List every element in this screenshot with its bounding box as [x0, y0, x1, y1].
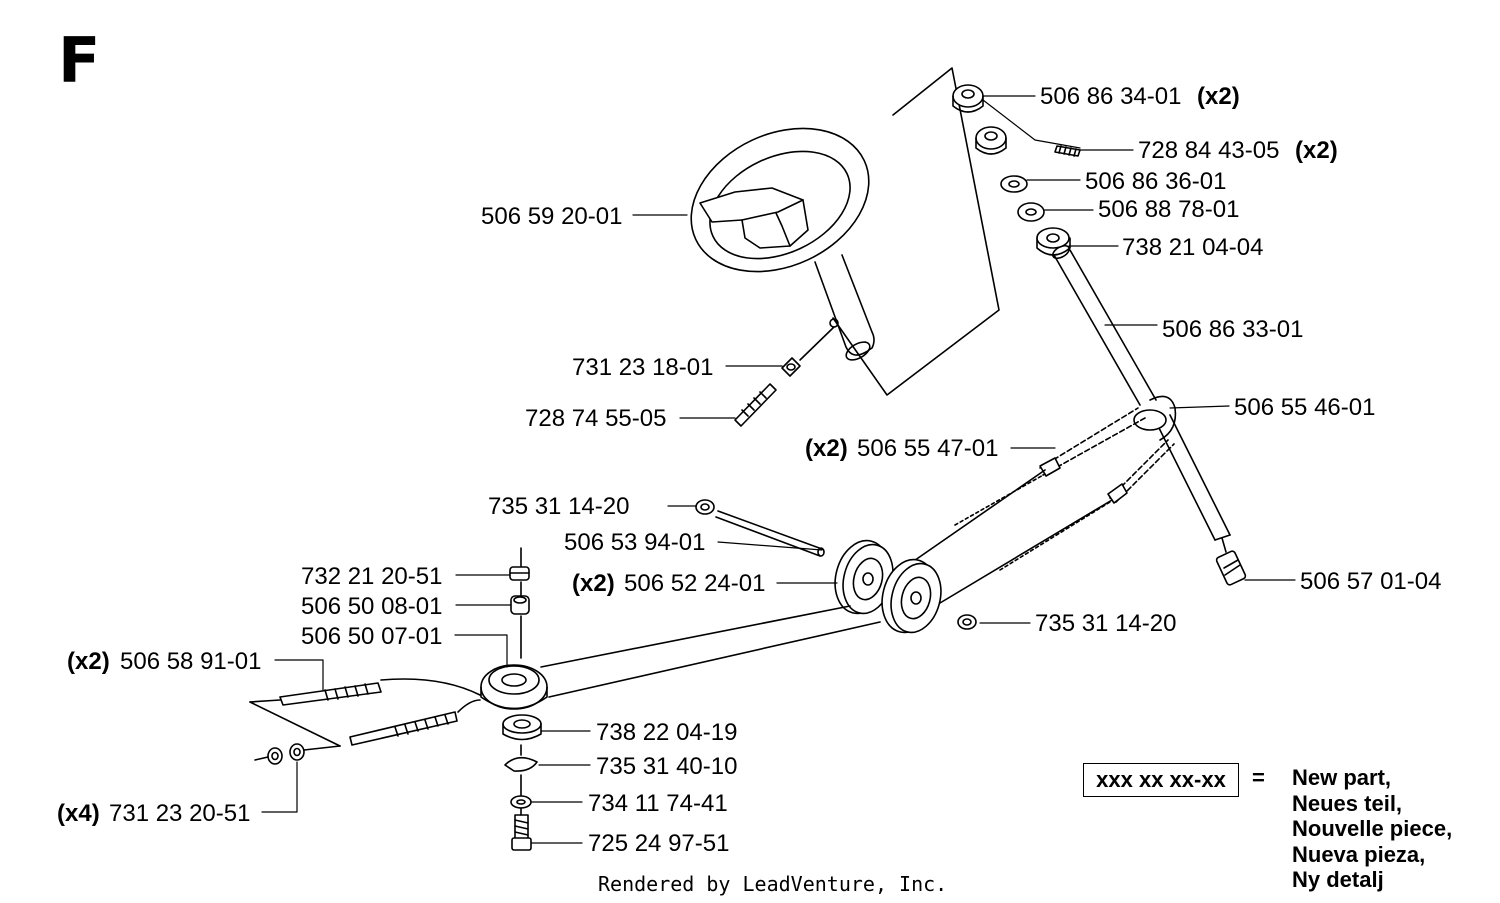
rendered-by-footer: Rendered by LeadVenture, Inc.: [598, 872, 948, 896]
callout-part-number: 506 52 24-01: [624, 570, 765, 597]
callout-part-number: 506 55 46-01: [1234, 394, 1375, 421]
legend-line: Neues teil,: [1292, 790, 1403, 816]
tie-rods-drawing: [249, 678, 481, 765]
callout-part-number: 731 23 18-01: [572, 354, 713, 381]
steering-wheel-drawing: [690, 127, 875, 361]
legend-description: New part, Neues teil, Nouvelle piece, Nu…: [1292, 765, 1452, 893]
callout-quantity: (x4): [57, 800, 100, 827]
callout-part-number: 506 86 34-01: [1040, 83, 1181, 110]
wheel-fasteners-drawing: [734, 326, 835, 427]
sprocket-chain-drawing: [907, 395, 1177, 607]
callout-part-number: 506 50 07-01: [301, 623, 442, 650]
legend-line: New part,: [1292, 765, 1392, 790]
callout-part-number: 725 24 97-51: [588, 830, 729, 857]
callout-part-number: 734 11 74-41: [588, 790, 728, 817]
leader-lines: [261, 95, 1296, 844]
lower-pivot-drawing: [480, 547, 881, 851]
callout-part-number: 738 22 04-19: [596, 719, 737, 746]
callout-quantity: (x2): [572, 570, 615, 597]
callout-quantity: (x2): [805, 435, 848, 462]
callout-part-number: 506 50 08-01: [301, 593, 442, 620]
callout-part-number: 731 23 20-51: [109, 800, 250, 827]
pulley-assembly-drawing: [695, 499, 977, 634]
callout-part-number: 506 86 33-01: [1162, 316, 1303, 343]
callout-part-number: 506 55 47-01: [857, 435, 998, 462]
callout-part-number: 506 58 91-01: [120, 648, 261, 675]
callout-quantity: (x2): [1295, 137, 1338, 164]
callout-part-number: 506 53 94-01: [564, 529, 705, 556]
legend-key-box: xxx xx xx-xx: [1083, 763, 1239, 797]
legend-line: Nueva pieza,: [1292, 841, 1426, 867]
part-callouts: 506 86 34-01 (x2) 728 84 43-05 (x2) 506 …: [57, 83, 1441, 857]
column-bracket-outline: [832, 67, 1000, 396]
legend-line: Nouvelle piece,: [1292, 816, 1453, 841]
legend-line: Ny detalj: [1292, 867, 1384, 892]
callout-part-number: 735 31 14-20: [1035, 610, 1176, 637]
callout-part-number: 738 21 04-04: [1122, 234, 1263, 261]
callout-part-number: 728 74 55-05: [525, 405, 666, 432]
callout-part-number: 735 31 40-10: [596, 753, 737, 780]
section-letter: F: [58, 24, 101, 97]
callout-part-number: 506 86 36-01: [1085, 168, 1226, 195]
callout-part-number: 735 31 14-20: [488, 493, 629, 520]
callout-part-number: 506 59 20-01: [481, 203, 622, 230]
callout-part-number: 506 88 78-01: [1098, 196, 1239, 223]
callout-quantity: (x2): [1197, 83, 1240, 110]
legend-equals: =: [1252, 765, 1265, 790]
callout-part-number: 728 84 43-05: [1138, 137, 1279, 164]
callout-part-number: 732 21 20-51: [301, 563, 442, 590]
callout-part-number: 506 57 01-04: [1300, 568, 1441, 595]
callout-quantity: (x2): [67, 648, 110, 675]
